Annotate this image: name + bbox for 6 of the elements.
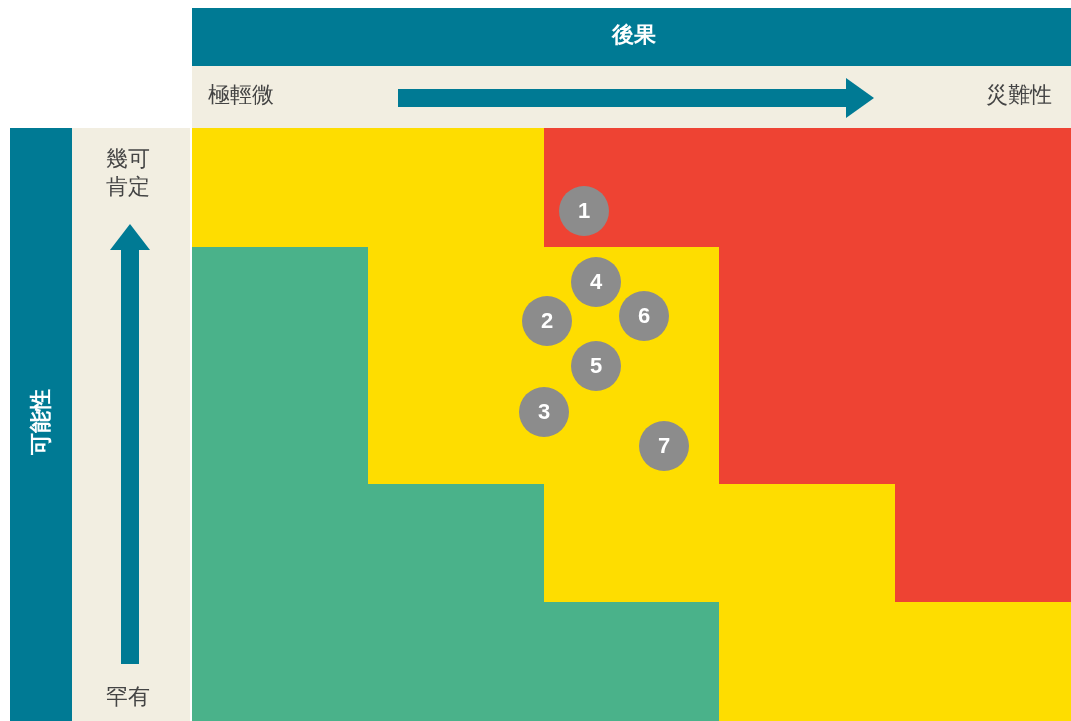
axis-title: 後果: [612, 21, 656, 49]
scale-label: 災難性: [986, 81, 1052, 109]
scale-label: 極輕微: [208, 81, 274, 109]
scale-label: 罕有: [106, 683, 150, 711]
scale-label: 幾可肯定: [106, 145, 151, 201]
axis-title: 可能性: [27, 389, 54, 455]
